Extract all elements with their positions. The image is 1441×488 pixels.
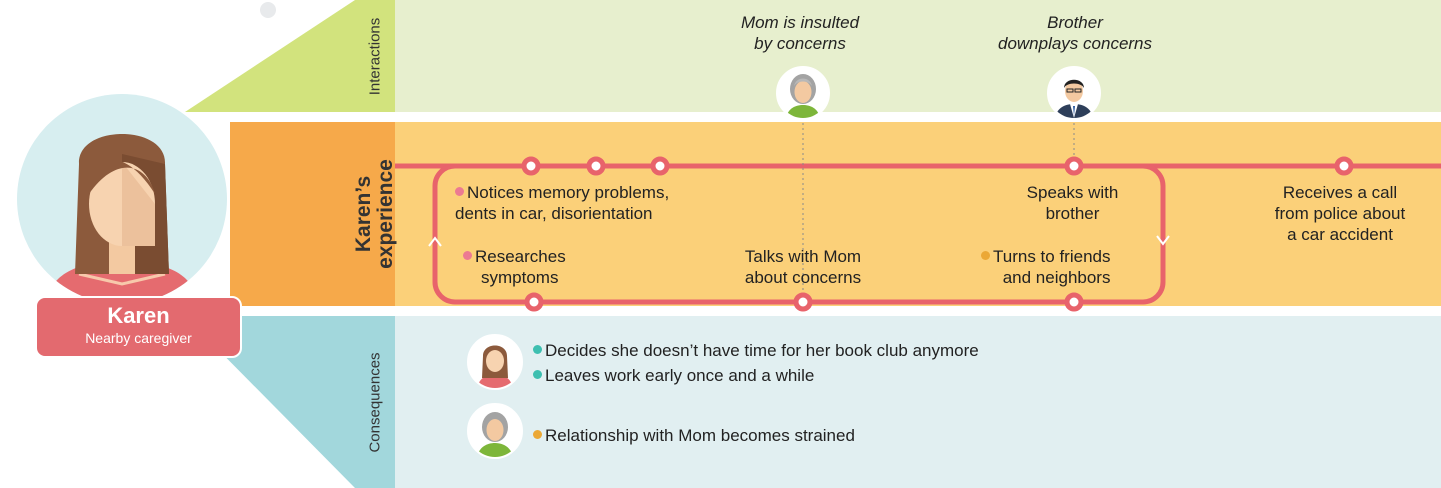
journey-node xyxy=(586,156,606,176)
bullet-icon xyxy=(533,430,542,439)
experience-step-notices: Notices memory problems, dents in car, d… xyxy=(455,183,670,223)
consequences-connector xyxy=(185,316,355,488)
experience-step-friends: Turns to friends and neighbors xyxy=(981,246,1110,288)
bullet-icon xyxy=(463,251,472,260)
list-item: Relationship with Mom becomes strained xyxy=(533,425,855,446)
karen-portrait xyxy=(17,94,227,304)
brother-avatar-icon xyxy=(1047,66,1101,120)
journey-node xyxy=(524,292,544,312)
interactions-connector xyxy=(185,0,355,112)
experience-step-speaks-brother: Speaks with brother xyxy=(1026,183,1119,223)
bullet-icon xyxy=(533,345,542,354)
decorative-dot xyxy=(260,2,276,18)
journey-node xyxy=(650,156,670,176)
journey-node xyxy=(1064,156,1084,176)
experience-connector xyxy=(230,122,355,306)
mom-avatar-icon xyxy=(776,66,830,120)
journey-node xyxy=(1064,292,1084,312)
list-item: Decides she doesn’t have time for her bo… xyxy=(533,340,979,361)
mom-consequences-list: Relationship with Mom becomes strained xyxy=(533,425,855,446)
persona-name-tag: Karen Nearby caregiver xyxy=(35,296,242,358)
list-item: Leaves work early once and a while xyxy=(533,365,979,386)
interactions-band xyxy=(395,0,1441,112)
experience-lane-label: Karen’s experience xyxy=(352,122,397,306)
experience-step-talks-mom: Talks with Mom about concerns xyxy=(744,247,862,287)
loop-up-arrow-icon xyxy=(428,236,442,247)
interaction-mom-text: Mom is insulted by concerns xyxy=(740,13,860,53)
journey-node xyxy=(793,292,813,312)
persona-role: Nearby caregiver xyxy=(85,330,192,346)
interactions-lane-label: Interactions xyxy=(355,0,395,112)
karen-consequences-list: Decides she doesn’t have time for her bo… xyxy=(533,340,979,386)
loop-down-arrow-icon xyxy=(1156,235,1170,246)
bullet-icon xyxy=(533,370,542,379)
mom-small-avatar-icon xyxy=(467,403,523,459)
experience-band xyxy=(395,122,1441,306)
bullet-icon xyxy=(981,251,990,260)
bullet-icon xyxy=(455,187,464,196)
journey-node xyxy=(1334,156,1354,176)
experience-step-police-call: Receives a call from police about a car … xyxy=(1274,183,1406,244)
interaction-brother-text: Brother downplays concerns xyxy=(997,13,1153,53)
karen-small-avatar-icon xyxy=(467,334,523,390)
experience-step-researches: Researches symptoms xyxy=(463,246,566,288)
consequences-band xyxy=(395,316,1441,488)
journey-node xyxy=(521,156,541,176)
consequences-lane-label: Consequences xyxy=(355,316,395,488)
persona-name: Karen xyxy=(107,303,170,328)
karen-avatar-icon xyxy=(47,134,197,304)
